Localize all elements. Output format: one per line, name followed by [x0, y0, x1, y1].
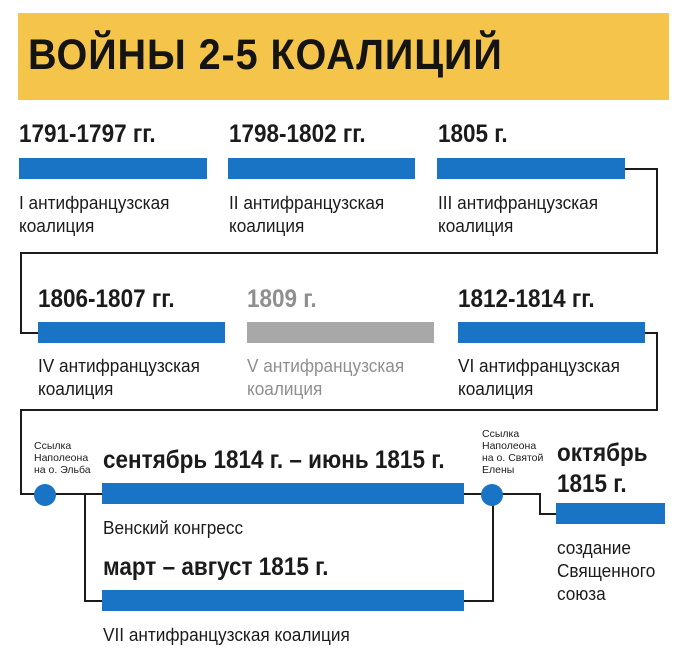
period-1-desc: I антифранцузская коалиция	[19, 191, 169, 237]
period-5-date: 1809 г.	[247, 285, 317, 313]
connector-row1-to-row2	[20, 168, 658, 334]
exile-elba-line2: Наполеона	[34, 452, 89, 464]
period-3-bar	[437, 158, 625, 179]
period-4-desc: IV антифранцузская коалиция	[38, 354, 200, 400]
period-6-desc: VI антифранцузская коалиция	[458, 354, 620, 400]
period-3-desc-line1: III антифранцузская	[438, 192, 599, 213]
exile-elba-note: Ссылка Наполеона на о. Эльба	[34, 440, 91, 476]
period-1-date: 1791-1797 гг.	[19, 120, 156, 148]
connector-row3-to-row4	[463, 493, 556, 515]
connector-hundred-days-loop	[463, 494, 494, 602]
period-3-date: 1805 г.	[438, 120, 508, 148]
period-8-bar	[102, 590, 464, 611]
period-8-date: март – август 1815 г.	[103, 553, 329, 581]
exile-st-helena-line4: Елены	[482, 464, 515, 476]
period-9-date-line1: октябрь	[557, 439, 648, 467]
period-9-desc-line3: союза	[557, 583, 606, 604]
page-title: ВОЙНЫ 2-5 КОАЛИЦИЙ	[28, 31, 503, 79]
period-9-date-line2: 1815 г.	[557, 470, 627, 498]
period-9-bar	[556, 503, 665, 524]
period-2-desc: II антифранцузская коалиция	[229, 191, 384, 237]
period-5-desc: V антифранцузская коалиция	[247, 354, 404, 400]
exile-elba-marker	[34, 484, 56, 506]
period-2-bar	[228, 158, 415, 179]
period-2-date: 1798-1802 гг.	[229, 120, 366, 148]
period-5-desc-line1: V антифранцузская	[247, 355, 405, 376]
exile-st-helena-line2: Наполеона	[482, 440, 537, 452]
period-9-desc-line1: создание	[557, 537, 631, 558]
period-4-date: 1806-1807 гг.	[38, 285, 175, 313]
exile-elba-line3: на о. Эльба	[34, 464, 91, 476]
exile-elba-line1: Ссылка	[34, 440, 72, 452]
period-6-desc-line2: коалиция	[458, 378, 534, 399]
period-5-desc-line2: коалиция	[247, 378, 323, 399]
period-8-desc: VII антифранцузская коалиция	[103, 624, 350, 645]
period-9-date: октябрь 1815 г.	[557, 438, 648, 500]
exile-st-helena-note: Ссылка Наполеона на о. Святой Елены	[482, 428, 543, 476]
exile-st-helena-line1: Ссылка	[482, 428, 520, 440]
period-3-desc: III антифранцузская коалиция	[438, 191, 598, 237]
exile-st-helena-line3: на о. Святой	[482, 452, 544, 464]
period-4-desc-line2: коалиция	[38, 378, 114, 399]
period-2-desc-line1: II антифранцузская	[229, 192, 385, 213]
connector-congress-loop	[84, 494, 102, 602]
period-6-bar	[458, 322, 645, 343]
period-6-desc-line1: VI антифранцузская	[458, 355, 620, 376]
period-7-date: сентябрь 1814 г. – июнь 1815 г.	[103, 446, 445, 474]
period-4-bar	[38, 322, 225, 343]
title-banner	[18, 13, 669, 100]
period-2-desc-line2: коалиция	[229, 215, 305, 236]
period-7-desc: Венский конгресс	[103, 517, 244, 538]
period-6-date: 1812-1814 гг.	[458, 285, 595, 313]
period-3-desc-line2: коалиция	[438, 215, 514, 236]
period-9-desc: создание Священного союза	[557, 536, 655, 605]
period-1-desc-line2: коалиция	[19, 215, 95, 236]
period-4-desc-line1: IV антифранцузская	[38, 355, 200, 376]
period-7-bar	[102, 483, 464, 504]
period-1-desc-line1: I антифранцузская	[19, 192, 170, 213]
period-5-bar	[247, 322, 434, 343]
period-1-bar	[19, 158, 207, 179]
period-9-desc-line2: Священного	[557, 560, 656, 581]
exile-st-helena-marker	[481, 484, 503, 506]
